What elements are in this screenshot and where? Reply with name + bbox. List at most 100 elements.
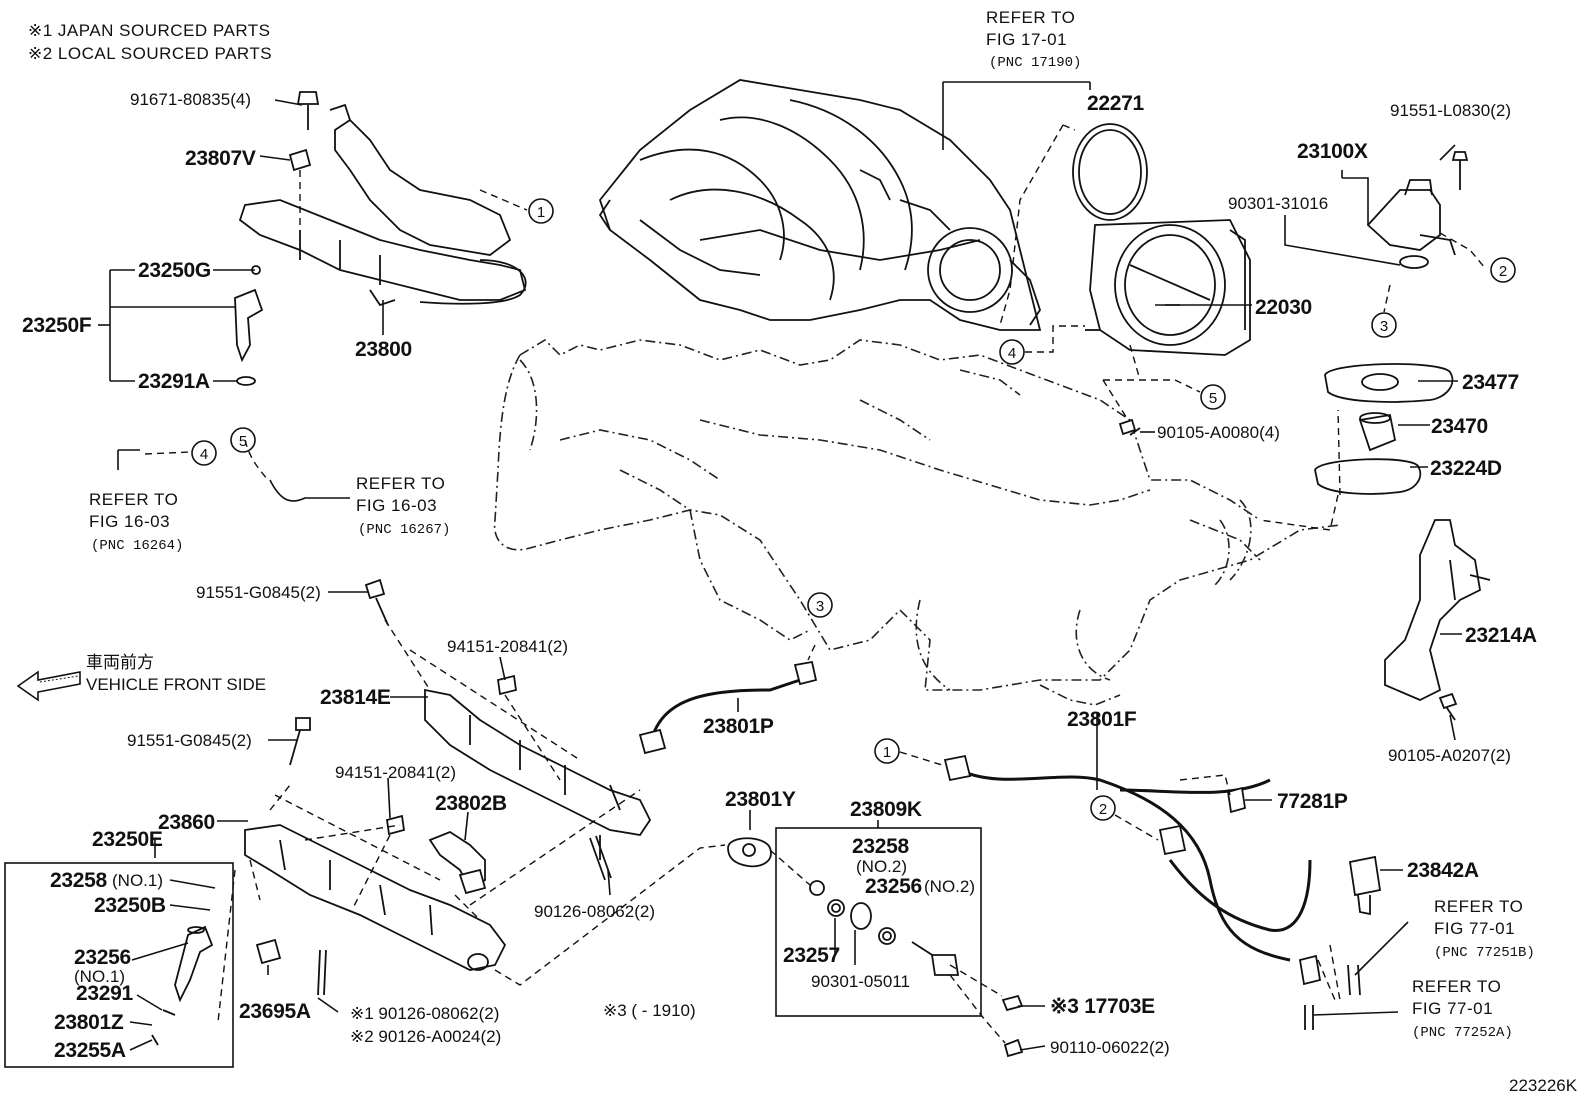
part-90126-08062-b[interactable]: ※1 90126-08062(2): [350, 1004, 499, 1023]
bolt-91551-g0845-b: [289, 717, 311, 766]
callout-5-left: 5: [230, 427, 256, 453]
svg-text:3: 3: [816, 598, 824, 615]
part-23257[interactable]: 23257: [783, 944, 840, 967]
part-23807v[interactable]: 23807V: [185, 147, 256, 170]
stud-90126-lower: [317, 949, 327, 996]
gasket-23224d: [1314, 458, 1422, 495]
part-22030[interactable]: 22030: [1255, 296, 1312, 319]
part-23291a[interactable]: 23291A: [138, 370, 210, 393]
part-23814e[interactable]: 23814E: [320, 686, 391, 709]
svg-text:FIG 77-01: FIG 77-01: [1434, 919, 1515, 938]
svg-text:4: 4: [200, 446, 208, 463]
fuel-pump-23100x: [1366, 151, 1469, 269]
part-23214a[interactable]: 23214A: [1465, 624, 1537, 647]
part-23256-no2[interactable]: 23256: [865, 875, 922, 898]
callout-2-lower: 2: [1090, 795, 1116, 821]
svg-text:2: 2: [1499, 263, 1507, 280]
leader-lines: [98, 81, 1462, 1051]
direction-label-en: VEHICLE FRONT SIDE: [86, 675, 266, 694]
callout-4-left: 4: [191, 440, 217, 466]
stud-23695a: [255, 938, 282, 965]
part-91551-g0845-a[interactable]: 91551-G0845(2): [196, 583, 321, 602]
svg-text:REFER TO: REFER TO: [1412, 977, 1501, 996]
part-23250e[interactable]: 23250E: [92, 828, 163, 851]
callout-3-lower: 3: [807, 592, 833, 618]
callout-2-upper: 2: [1490, 257, 1516, 283]
bolt-91551-g0845-a: [364, 578, 389, 626]
part-23256-no1[interactable]: 23256: [74, 946, 131, 969]
svg-text:(PNC 77251B): (PNC 77251B): [1434, 945, 1535, 961]
cushion-23807v: [288, 148, 312, 172]
callout-1-upper: 1: [528, 198, 554, 224]
part-23258-no1[interactable]: 23258: [50, 869, 108, 892]
svg-text:4: 4: [1008, 345, 1016, 362]
part-23258-no2-tag: (NO.2): [856, 857, 907, 876]
note-3: ※3 ( - 1910): [603, 1001, 696, 1020]
part-23860[interactable]: 23860: [158, 811, 215, 834]
part-91551-l0830[interactable]: 91551-L0830(2): [1390, 101, 1511, 120]
vehicle-front-arrow-icon: [16, 670, 81, 702]
bolt-91671: [296, 91, 320, 130]
part-90110-06022[interactable]: 90110-06022(2): [1050, 1038, 1170, 1057]
part-23291[interactable]: 23291: [76, 982, 134, 1005]
svg-text:1: 1: [883, 744, 891, 761]
svg-text:1: 1: [537, 204, 545, 221]
svg-text:(PNC 17190): (PNC 17190): [989, 55, 1081, 71]
fuel-rail-23814e: [424, 688, 652, 860]
part-22271[interactable]: 22271: [1087, 92, 1145, 115]
clip-94151-b: [385, 814, 406, 836]
part-23800[interactable]: 23800: [355, 338, 412, 361]
svg-text:(PNC 77252A): (PNC 77252A): [1412, 1025, 1513, 1041]
part-23801y[interactable]: 23801Y: [725, 788, 796, 811]
part-23258-no2[interactable]: 23258: [852, 835, 910, 858]
part-23224d[interactable]: 23224D: [1430, 457, 1502, 480]
part-23250b[interactable]: 23250B: [94, 894, 166, 917]
part-23842a[interactable]: 23842A: [1407, 859, 1479, 882]
part-23470[interactable]: 23470: [1431, 415, 1488, 438]
throttle-body-22030: [1085, 219, 1251, 356]
intake-manifold: [598, 79, 1042, 331]
part-90105-a0080[interactable]: 90105-A0080(4): [1157, 423, 1280, 442]
ref-fig-16-03-b: REFER TO FIG 16-03 (PNC 16267): [356, 474, 450, 538]
part-23258-no1-tag: (NO.1): [112, 871, 163, 890]
part-23809k[interactable]: 23809K: [850, 798, 922, 821]
part-90126-a0024[interactable]: ※2 90126-A0024(2): [350, 1027, 501, 1046]
svg-text:FIG 16-03: FIG 16-03: [356, 496, 437, 515]
callout-5-right: 5: [1200, 384, 1226, 410]
part-90126-08062-a[interactable]: 90126-08062(2): [534, 902, 655, 921]
svg-text:5: 5: [1209, 390, 1217, 407]
part-77281p[interactable]: 77281P: [1277, 790, 1348, 813]
callout-1-lower: 1: [874, 738, 900, 764]
part-90301-05011[interactable]: 90301-05011: [811, 972, 910, 991]
part-23100x[interactable]: 23100X: [1297, 140, 1368, 163]
part-91551-g0845-b[interactable]: 91551-G0845(2): [127, 731, 252, 750]
svg-text:REFER TO: REFER TO: [1434, 897, 1523, 916]
part-23255a[interactable]: 23255A: [54, 1039, 126, 1062]
part-23250g[interactable]: 23250G: [138, 259, 211, 282]
part-23695a[interactable]: 23695A: [239, 1000, 311, 1023]
part-91671-80835[interactable]: 91671-80835(4): [130, 90, 251, 109]
bolt-90105-a0207: [1438, 692, 1458, 721]
part-23801f[interactable]: 23801F: [1067, 708, 1137, 731]
part-23477[interactable]: 23477: [1462, 371, 1519, 394]
connector-23842a: [1348, 855, 1382, 916]
note-local-sourced: ※2 LOCAL SOURCED PARTS: [28, 44, 272, 63]
part-23802b[interactable]: 23802B: [435, 792, 507, 815]
part-94151-20841-a[interactable]: 94151-20841(2): [447, 637, 568, 656]
part-23250f[interactable]: 23250F: [22, 314, 92, 337]
pipes-77-01: [1304, 964, 1361, 1030]
svg-text:REFER TO: REFER TO: [89, 490, 178, 509]
part-90105-a0207[interactable]: 90105-A0207(2): [1388, 746, 1511, 765]
part-17703e[interactable]: ※3 17703E: [1050, 995, 1155, 1018]
svg-text:FIG 16-03: FIG 16-03: [89, 512, 170, 531]
callout-3-upper: 3: [1371, 312, 1397, 338]
part-23256-no2-tag: (NO.2): [924, 877, 975, 896]
ref-fig-77-01-b: REFER TO FIG 77-01 (PNC 77252A): [1412, 977, 1513, 1041]
svg-text:(PNC 16267): (PNC 16267): [358, 522, 450, 538]
part-90301-31016[interactable]: 90301-31016: [1228, 194, 1328, 213]
svg-text:5: 5: [239, 433, 247, 450]
ref-fig-16-03-a: REFER TO FIG 16-03 (PNC 16264): [89, 490, 183, 554]
part-23801p[interactable]: 23801P: [703, 715, 774, 738]
part-94151-20841-b[interactable]: 94151-20841(2): [335, 763, 456, 782]
part-23801z[interactable]: 23801Z: [54, 1011, 124, 1034]
